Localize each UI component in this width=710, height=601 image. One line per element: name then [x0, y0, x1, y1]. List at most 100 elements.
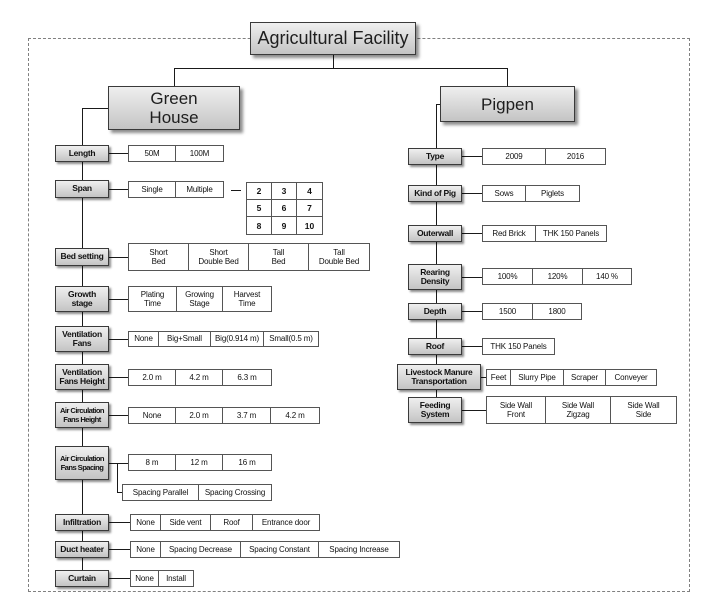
- bed-setting-options: Short Bed Short Double Bed Tall Bed Tall…: [128, 243, 370, 271]
- ventilation-fans-label: Ventilation Fans: [55, 326, 109, 352]
- air-circulation-fans-spacing-option: 8 m: [129, 455, 176, 470]
- kind-of-pig-option: Piglets: [541, 188, 564, 198]
- connector-line: [109, 415, 128, 416]
- connector-line: [481, 377, 486, 378]
- connector-line: [117, 492, 122, 493]
- duct-heater-option: Spacing Increase: [329, 544, 389, 554]
- fans-spacing-arrangement-option: Spacing Parallel: [123, 485, 199, 500]
- ventilation-fans-option: Big+Small: [159, 332, 211, 346]
- connector-line: [462, 156, 482, 157]
- span-count-cell: 2: [247, 183, 272, 200]
- roof-option: THK 150 Panels: [490, 341, 547, 351]
- kind-of-pig-label: Kind of Pig: [408, 185, 462, 202]
- kind-of-pig-options: Sows Piglets: [482, 185, 580, 202]
- ventilation-fans-options: None Big+Small Big(0.914 m) Small(0.5 m): [128, 331, 319, 347]
- kind-of-pig-option: Sows: [483, 186, 526, 201]
- duct-heater-options: None Spacing Decrease Spacing Constant S…: [130, 541, 400, 558]
- ventilation-fans-option: Small(0.5 m): [269, 334, 313, 344]
- connector-line: [462, 410, 486, 411]
- connector-line: [174, 68, 508, 69]
- connector-line: [109, 377, 128, 378]
- type-label: Type: [408, 148, 462, 165]
- manure-transportation-option: Feet: [487, 370, 511, 385]
- infiltration-option: Entrance door: [261, 517, 311, 527]
- air-circulation-fans-height-option: None: [129, 408, 176, 423]
- length-option: 50M: [129, 146, 176, 161]
- air-circulation-fans-spacing-label: Air Circulation Fans Spacing: [55, 446, 109, 480]
- growth-stage-label: Growth stage: [55, 286, 109, 312]
- infiltration-label: Infiltration: [55, 514, 109, 531]
- manure-transportation-option: Conveyer: [614, 372, 648, 382]
- duct-heater-option: None: [131, 542, 161, 557]
- outerwall-option: THK 150 Panels: [542, 228, 600, 238]
- connector-line: [109, 153, 128, 154]
- bed-setting-option: Tall Bed: [249, 244, 309, 270]
- connector-line: [117, 463, 118, 492]
- bed-setting-option: Tall Double Bed: [318, 247, 360, 267]
- rearing-density-option: 100%: [483, 269, 533, 284]
- growth-stage-option: Harvest Time: [233, 289, 261, 309]
- connector-line: [109, 257, 128, 258]
- air-circulation-fans-spacing-option: 12 m: [176, 455, 223, 470]
- air-circulation-fans-height-option: 2.0 m: [176, 408, 223, 423]
- type-option: 2009: [483, 149, 546, 164]
- feeding-system-label: Feeding System: [408, 397, 462, 423]
- rearing-density-option: 120%: [533, 269, 583, 284]
- connector-line: [507, 68, 508, 86]
- infiltration-options: None Side vent Roof Entrance door: [130, 514, 320, 531]
- air-circulation-fans-spacing-option: 16 m: [238, 457, 256, 467]
- ventilation-fans-height-option: 6.3 m: [237, 372, 257, 382]
- type-options: 2009 2016: [482, 148, 606, 165]
- outerwall-label: Outerwall: [408, 225, 462, 242]
- growth-stage-option: Growing Stage: [177, 287, 223, 311]
- manure-transportation-option: Scraper: [564, 370, 606, 385]
- depth-options: 1500 1800: [482, 303, 582, 320]
- duct-heater-label: Duct heater: [55, 541, 109, 558]
- span-count-cell: 7: [297, 200, 322, 217]
- span-option: Single: [129, 182, 176, 197]
- bed-setting-option: Short Double Bed: [189, 244, 249, 270]
- growth-stage-option: Plating Time: [129, 287, 177, 311]
- rearing-density-label: Rearing Density: [408, 264, 462, 290]
- air-circulation-fans-height-option: 4.2 m: [285, 410, 305, 420]
- livestock-manure-transportation-options: Feet Slurry Pipe Scraper Conveyer: [486, 369, 657, 386]
- feeding-system-option: Side Wall Side: [627, 400, 660, 420]
- curtain-options: None Install: [130, 570, 194, 587]
- span-count-cell: 5: [247, 200, 272, 217]
- curtain-option: Install: [166, 573, 186, 583]
- duct-heater-option: Spacing Constant: [241, 542, 319, 557]
- connector-line: [462, 233, 482, 234]
- air-circulation-fans-height-options: None 2.0 m 3.7 m 4.2 m: [128, 407, 320, 424]
- fans-spacing-arrangement-options: Spacing Parallel Spacing Crossing: [122, 484, 272, 501]
- infiltration-option: Roof: [211, 515, 253, 530]
- ventilation-fans-option: None: [129, 332, 159, 346]
- greenhouse-category-box: Green House: [108, 86, 240, 130]
- connector-line: [109, 299, 128, 300]
- span-count-grid: 2 3 4 5 6 7 8 9 10: [246, 182, 323, 235]
- curtain-option: None: [131, 571, 159, 586]
- infiltration-option: Side vent: [161, 515, 211, 530]
- connector-line: [462, 346, 482, 347]
- span-count-cell: 4: [297, 183, 322, 200]
- infiltration-option: None: [131, 515, 161, 530]
- rearing-density-option: 140 %: [596, 271, 618, 281]
- connector-line: [109, 522, 130, 523]
- span-count-cell: 10: [304, 220, 315, 231]
- air-circulation-fans-height-option: 3.7 m: [223, 408, 271, 423]
- depth-option: 1800: [548, 306, 566, 316]
- pigpen-spine-line: [436, 104, 440, 105]
- span-count-cell: 6: [272, 200, 297, 217]
- air-circulation-fans-spacing-options: 8 m 12 m 16 m: [128, 454, 272, 471]
- ventilation-fans-height-options: 2.0 m 4.2 m 6.3 m: [128, 369, 272, 386]
- connector-line: [109, 463, 128, 464]
- diagram-title: Agricultural Facility: [250, 22, 416, 55]
- rearing-density-options: 100% 120% 140 %: [482, 268, 632, 285]
- type-option: 2016: [566, 151, 585, 161]
- connector-line: [462, 311, 482, 312]
- connector-line: [462, 193, 482, 194]
- connector-line: [462, 277, 482, 278]
- length-option: 100M: [189, 148, 210, 158]
- connector-line: [109, 578, 130, 579]
- bed-setting-option: Short Bed: [129, 244, 189, 270]
- feeding-system-option: Side Wall Front: [487, 397, 546, 423]
